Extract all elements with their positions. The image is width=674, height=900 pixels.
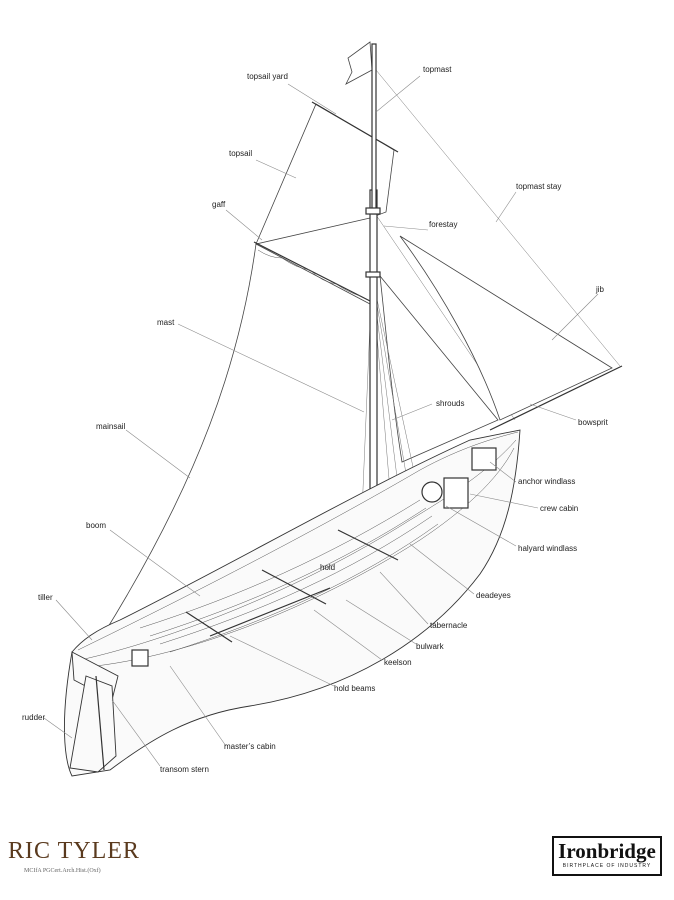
- label-hold-beams: hold beams: [334, 684, 375, 693]
- mast-cap: [365, 207, 381, 215]
- label-boom: boom: [86, 521, 106, 530]
- bulwark-line: [79, 439, 517, 661]
- gaff-spar: [253, 241, 373, 303]
- label-mainsail: mainsail: [96, 422, 126, 431]
- label-bulwark: bulwark: [416, 642, 445, 651]
- logo-name: Ironbridge: [558, 839, 656, 863]
- label-shrouds: shrouds: [436, 399, 464, 408]
- label-rudder: rudder: [22, 713, 45, 722]
- pennant: [345, 41, 373, 85]
- mast-hounds: [365, 271, 381, 278]
- label-topsail: topsail: [229, 149, 252, 158]
- author-credentials: MCIfA PGCert.Arch.Hist.(Oxf): [24, 868, 101, 874]
- label-topmast-stay: topmast stay: [516, 182, 561, 191]
- label-mast: mast: [157, 318, 175, 327]
- label-topsail-yard: topsail yard: [247, 72, 288, 81]
- deck-edge: [77, 431, 519, 651]
- rudder-post: [95, 675, 105, 771]
- staysail-sail: [379, 274, 499, 463]
- masters-cabin-block: [131, 649, 149, 667]
- label-jib: jib: [595, 285, 605, 294]
- label-bowsprit: bowsprit: [578, 418, 609, 427]
- label-masters-cabin: master’s cabin: [224, 742, 276, 751]
- crew-cabin-block: [443, 477, 469, 509]
- topmast-spar: [371, 43, 377, 215]
- label-topmast: topmast: [423, 65, 452, 74]
- label-keelson: keelson: [384, 658, 412, 667]
- label-gaff: gaff: [212, 200, 226, 209]
- hull-sheer: [75, 447, 515, 669]
- leader-lines: [43, 75, 599, 767]
- label-tiller: tiller: [38, 593, 53, 602]
- label-forestay: forestay: [429, 220, 457, 229]
- label-deadeyes: deadeyes: [476, 591, 511, 600]
- hold-beams-group: [185, 529, 399, 643]
- logo-tagline: BIRTHPLACE OF INDUSTRY: [562, 863, 652, 869]
- label-tabernacle: tabernacle: [430, 621, 468, 630]
- gaff-sail-lacing: [257, 249, 361, 297]
- topsail-yard-spar: [311, 101, 399, 153]
- anchor-windlass-block: [471, 447, 497, 471]
- bowsprit-spar: [489, 365, 623, 431]
- author-signature: RIC TYLER MCIfA PGCert.Arch.Hist.(Oxf): [8, 838, 140, 874]
- label-anchor-windlass: anchor windlass: [518, 477, 575, 486]
- ironbridge-logo: Ironbridge BIRTHPLACE OF INDUSTRY: [552, 836, 662, 876]
- halyard-windlass-wheel: [421, 481, 443, 503]
- label-halyard-windlass: halyard windlass: [518, 544, 577, 553]
- topmast-stay-line: [375, 69, 621, 367]
- label-transom-stern: transom stern: [160, 765, 209, 774]
- rudder-blade: [69, 675, 117, 773]
- author-name: RIC TYLER: [8, 838, 140, 864]
- jib-sail: [399, 235, 613, 421]
- label-hold: hold: [320, 563, 335, 572]
- label-crew-cabin: crew cabin: [540, 504, 578, 513]
